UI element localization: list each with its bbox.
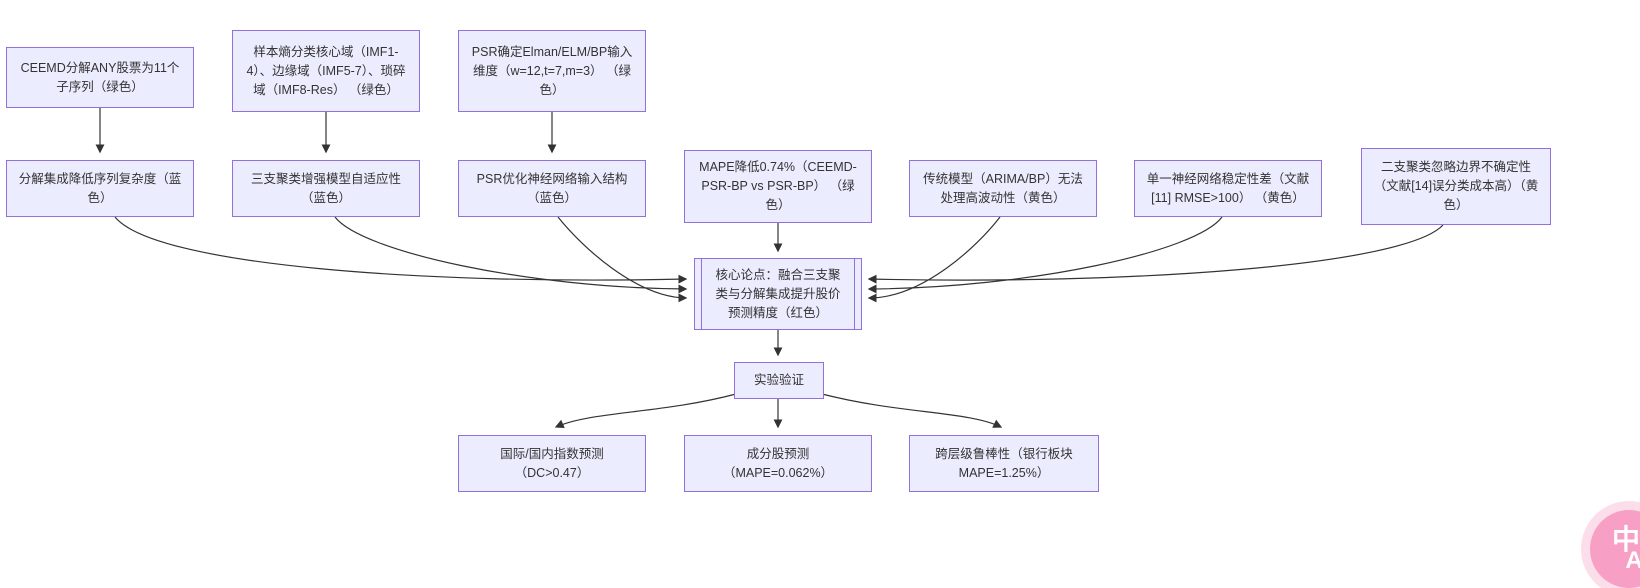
edge-psropt-core (557, 216, 688, 303)
node-label: 分解集成降低序列复杂度（蓝色） (18, 171, 182, 205)
node-mape-reduction: MAPE降低0.74%（CEEMD-PSR-BP vs PSR-BP） （绿色） (684, 150, 872, 223)
node-label: 国际/国内指数预测（DC>0.47） (500, 446, 604, 480)
node-three-way-clustering: 三支聚类增强模型自适应性（蓝色） (232, 160, 420, 217)
edge-exp-robust (821, 393, 1003, 428)
translate-en-glyph: A (1625, 546, 1640, 574)
node-label: PSR优化神经网络输入结构（蓝色） (476, 171, 628, 205)
node-label: 单一神经网络稳定性差（文献[11] RMSE>100） （黄色） (1146, 171, 1310, 205)
edge-traditional-core (867, 216, 1001, 303)
edge-decomp-core (114, 216, 688, 284)
node-label: 传统模型（ARIMA/BP）无法处理高波动性（黄色） (923, 171, 1083, 205)
edge-threeway-core (334, 216, 688, 294)
node-cross-level-robustness: 跨层级鲁棒性（银行板块MAPE=1.25%） (909, 435, 1099, 492)
node-psr-dimension: PSR确定Elman/ELM/BP输入维度（w=12,t=7,m=3） （绿色） (458, 30, 646, 112)
edge-twoway-core (867, 224, 1444, 284)
node-label: 成分股预测（MAPE=0.062%） (722, 446, 834, 480)
node-label: 三支聚类增强模型自适应性（蓝色） (250, 171, 401, 205)
edges-layer (95, 108, 1444, 429)
node-sample-entropy: 样本熵分类核心域（IMF1-4）、边缘域（IMF5-7）、琐碎域（IMF8-Re… (232, 30, 420, 112)
node-label: 样本熵分类核心域（IMF1-4）、边缘域（IMF5-7）、琐碎域（IMF8-Re… (246, 44, 406, 97)
node-psr-optimization: PSR优化神经网络输入结构（蓝色） (458, 160, 646, 217)
node-decomposition-ensemble: 分解集成降低序列复杂度（蓝色） (6, 160, 194, 217)
node-experiment-validation: 实验验证 (734, 362, 824, 399)
node-core-thesis: 核心论点：融合三支聚类与分解集成提升股价预测精度（红色） (694, 258, 862, 330)
node-label: 跨层级鲁棒性（银行板块MAPE=1.25%） (935, 446, 1073, 480)
node-traditional-models: 传统模型（ARIMA/BP）无法处理高波动性（黄色） (909, 160, 1097, 217)
edge-exp-index (554, 393, 737, 429)
node-index-prediction: 国际/国内指数预测（DC>0.47） (458, 435, 646, 492)
node-ceemd-decomposition: CEEMD分解ANY股票为11个子序列（绿色） (6, 47, 194, 108)
node-label: MAPE降低0.74%（CEEMD-PSR-BP vs PSR-BP） （绿色） (699, 160, 857, 212)
node-label: 核心论点：融合三支聚类与分解集成提升股价预测精度（红色） (715, 267, 841, 320)
node-label: CEEMD分解ANY股票为11个子序列（绿色） (20, 60, 180, 94)
translate-zh-glyph: 中 (1611, 523, 1640, 555)
flowchart-canvas: CEEMD分解ANY股票为11个子序列（绿色） 样本熵分类核心域（IMF1-4）… (6, 30, 1640, 588)
edge-singlenn-core (867, 216, 1223, 294)
node-two-way-clustering: 二支聚类忽略边界不确定性（文献[14]误分类成本高）（黄色） (1361, 148, 1551, 225)
node-component-stock-prediction: 成分股预测（MAPE=0.062%） (684, 435, 872, 492)
node-label: PSR确定Elman/ELM/BP输入维度（w=12,t=7,m=3） （绿色） (471, 44, 633, 97)
node-single-nn-instability: 单一神经网络稳定性差（文献[11] RMSE>100） （黄色） (1134, 160, 1322, 217)
node-label: 二支聚类忽略边界不确定性（文献[14]误分类成本高）（黄色） (1373, 160, 1539, 212)
node-label: 实验验证 (753, 373, 804, 387)
